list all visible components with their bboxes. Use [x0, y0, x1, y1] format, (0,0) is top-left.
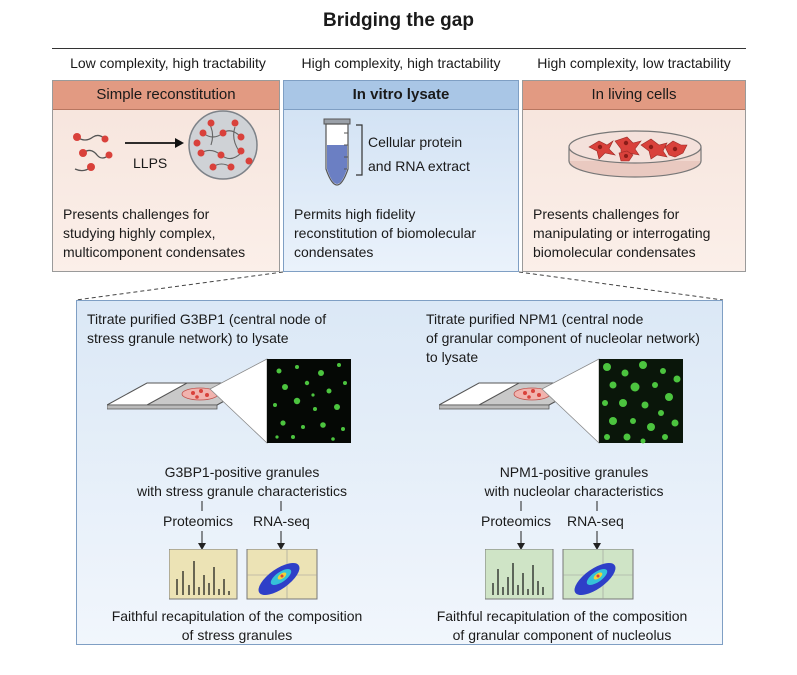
result-line: with stress granule characteristics — [136, 483, 348, 499]
npm1-result: NPM1-positive granules with nucleolar ch… — [449, 463, 699, 501]
g3bp1-omics-plots — [169, 549, 318, 600]
in-vitro-lysate-panel: In vitro lysate Cellular protein and RNA… — [283, 80, 519, 272]
title-divider — [52, 48, 746, 49]
panel-description: Permits high fidelity reconstitution of … — [294, 205, 476, 262]
column-heading-right: High complexity, low tractability — [537, 55, 731, 71]
npm1-slide-microscopy — [439, 358, 683, 444]
tube-label: Cellular protein and RNA extract — [368, 133, 470, 176]
figure-title: Bridging the gap — [323, 10, 474, 31]
column-heading-left: Low complexity, high tractability — [70, 55, 266, 71]
description-line: Permits high fidelity — [294, 206, 416, 222]
description-line: multicomponent condensates — [63, 244, 246, 260]
instruction-line: Titrate purified NPM1 (central node — [426, 311, 644, 327]
npm1-rnaseq-label: RNA-seq — [567, 513, 624, 529]
g3bp1-conclusion: Faithful recapitulation of the compositi… — [87, 607, 387, 645]
npm1-conclusion: Faithful recapitulation of the compositi… — [407, 607, 717, 645]
lysate-experiments-box: Titrate purified G3BP1 (central node of … — [76, 300, 723, 645]
llps-illustration — [73, 110, 258, 180]
result-line: NPM1-positive granules — [499, 464, 649, 480]
panel-title: Simple reconstitution — [53, 81, 279, 110]
description-line: studying highly complex, — [63, 225, 216, 241]
instruction-line: of granular component of nucleolar netwo… — [426, 330, 700, 346]
description-line: Presents challenges for — [533, 206, 680, 222]
tube-label-line: and RNA extract — [368, 158, 470, 174]
panel-description: Presents challenges for studying highly … — [63, 205, 245, 262]
g3bp1-result: G3BP1-positive granules with stress gran… — [117, 463, 367, 501]
panel-title: In vitro lysate — [284, 81, 518, 110]
description-line: biomolecular condensates — [533, 244, 696, 260]
g3bp1-flow-lines — [198, 501, 285, 550]
g3bp1-slide-microscopy — [107, 358, 351, 444]
conclusion-line: of stress granules — [181, 627, 293, 643]
column-heading-middle: High complexity, high tractability — [301, 55, 501, 71]
npm1-flow-lines — [517, 501, 601, 550]
npm1-proteomics-label: Proteomics — [481, 513, 552, 529]
lysate-tube-illustration — [323, 118, 363, 186]
result-line: with nucleolar characteristics — [484, 483, 664, 499]
tube-label-line: Cellular protein — [368, 134, 463, 150]
description-line: manipulating or interrogating — [533, 225, 711, 241]
panel-description: Presents challenges for manipulating or … — [533, 205, 710, 262]
conclusion-line: Faithful recapitulation of the compositi… — [111, 608, 363, 624]
petri-dish-illustration — [568, 130, 702, 178]
panel-title: In living cells — [523, 81, 745, 110]
result-line: G3BP1-positive granules — [164, 464, 320, 480]
conclusion-line: of granular component of nucleolus — [452, 627, 672, 643]
g3bp1-rnaseq-label: RNA-seq — [253, 513, 310, 529]
instruction-line: stress granule network) to lysate — [87, 330, 289, 346]
description-line: condensates — [294, 244, 374, 260]
npm1-omics-plots — [485, 549, 634, 600]
llps-label: LLPS — [133, 155, 168, 171]
description-line: Presents challenges for — [63, 206, 210, 222]
g3bp1-proteomics-label: Proteomics — [163, 513, 234, 529]
simple-reconstitution-panel: Simple reconstitution — [52, 80, 280, 272]
living-cells-panel: In living cells Presents challenges for … — [522, 80, 746, 272]
instruction-line: Titrate purified G3BP1 (central node of — [87, 311, 327, 327]
g3bp1-instruction: Titrate purified G3BP1 (central node of … — [87, 310, 326, 348]
conclusion-line: Faithful recapitulation of the compositi… — [436, 608, 688, 624]
instruction-line: to lysate — [426, 349, 479, 365]
description-line: reconstitution of biomolecular — [294, 225, 477, 241]
npm1-instruction: Titrate purified NPM1 (central node of g… — [426, 310, 700, 367]
